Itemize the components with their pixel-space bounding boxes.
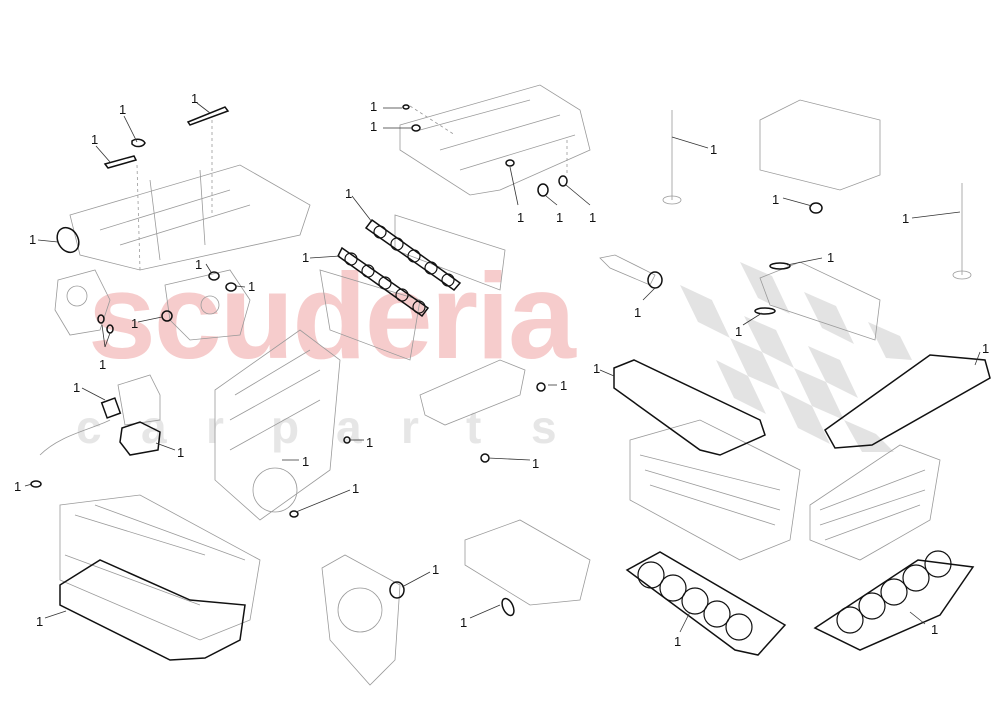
callout-1[interactable]: 1 <box>827 250 835 265</box>
callout-1[interactable]: 1 <box>772 192 780 207</box>
callout-1[interactable]: 1 <box>735 324 743 339</box>
callout-1[interactable]: 1 <box>370 119 378 134</box>
head-gasket-right <box>813 559 975 651</box>
watermark-letter: s <box>531 401 557 453</box>
callout-1[interactable]: 1 <box>29 232 37 247</box>
rear-crank-seal <box>56 226 80 254</box>
callout-1[interactable]: 1 <box>532 456 540 471</box>
cam-cover-gasket-left <box>613 359 766 456</box>
long-flat-gasket <box>186 106 230 126</box>
callout-1[interactable]: 1 <box>91 132 99 147</box>
callout-1[interactable]: 1 <box>366 435 374 450</box>
leader-lines <box>24 102 981 633</box>
callout-1[interactable]: 1 <box>302 454 310 469</box>
callout-1[interactable]: 1 <box>119 102 127 117</box>
cam-cover-gasket-right <box>824 354 991 449</box>
callout-1[interactable]: 1 <box>432 562 440 577</box>
throttle-gasket <box>100 397 122 419</box>
watermark-letter: r <box>401 401 419 453</box>
head-gasket-left <box>625 551 787 656</box>
callout-1[interactable]: 1 <box>589 210 597 225</box>
callout-1[interactable]: 1 <box>517 210 525 225</box>
callout-1[interactable]: 1 <box>131 316 139 331</box>
watermark-letter: c <box>76 401 102 453</box>
callout-1[interactable]: 1 <box>345 186 353 201</box>
watermark-letter: p <box>271 401 300 453</box>
callout-1[interactable]: 1 <box>556 210 564 225</box>
callout-1[interactable]: 1 <box>982 341 990 356</box>
water-pump-gasket <box>119 421 161 456</box>
callout-1[interactable]: 1 <box>36 614 44 629</box>
callout-1[interactable]: 1 <box>99 357 107 372</box>
callout-1[interactable]: 1 <box>14 479 22 494</box>
callout-1[interactable]: 1 <box>460 615 468 630</box>
watermark-letter: t <box>466 401 482 453</box>
o-ring <box>161 310 173 322</box>
watermark-letter: a <box>141 401 167 453</box>
callout-1[interactable]: 1 <box>352 481 360 496</box>
o-ring <box>225 282 237 292</box>
callout-1[interactable]: 1 <box>177 445 185 460</box>
callout-1[interactable]: 1 <box>191 91 199 106</box>
callout-1[interactable]: 1 <box>674 634 682 649</box>
exhaust-gasket-lower <box>337 246 430 318</box>
callout-1[interactable]: 1 <box>710 142 718 157</box>
callout-1[interactable]: 1 <box>248 279 256 294</box>
small-flat-gasket <box>103 155 138 169</box>
callout-1[interactable]: 1 <box>195 257 203 272</box>
o-ring <box>208 271 220 281</box>
callout-1[interactable]: 1 <box>560 378 568 393</box>
callout-1[interactable]: 1 <box>902 211 910 226</box>
callout-1[interactable]: 1 <box>302 250 310 265</box>
intake-plenum-outline <box>69 164 311 271</box>
callout-1[interactable]: 1 <box>73 380 81 395</box>
callout-1[interactable]: 1 <box>593 361 601 376</box>
callout-1[interactable]: 1 <box>370 99 378 114</box>
callout-1[interactable]: 1 <box>931 622 939 637</box>
callout-1[interactable]: 1 <box>634 305 642 320</box>
sump-gasket <box>59 559 246 661</box>
